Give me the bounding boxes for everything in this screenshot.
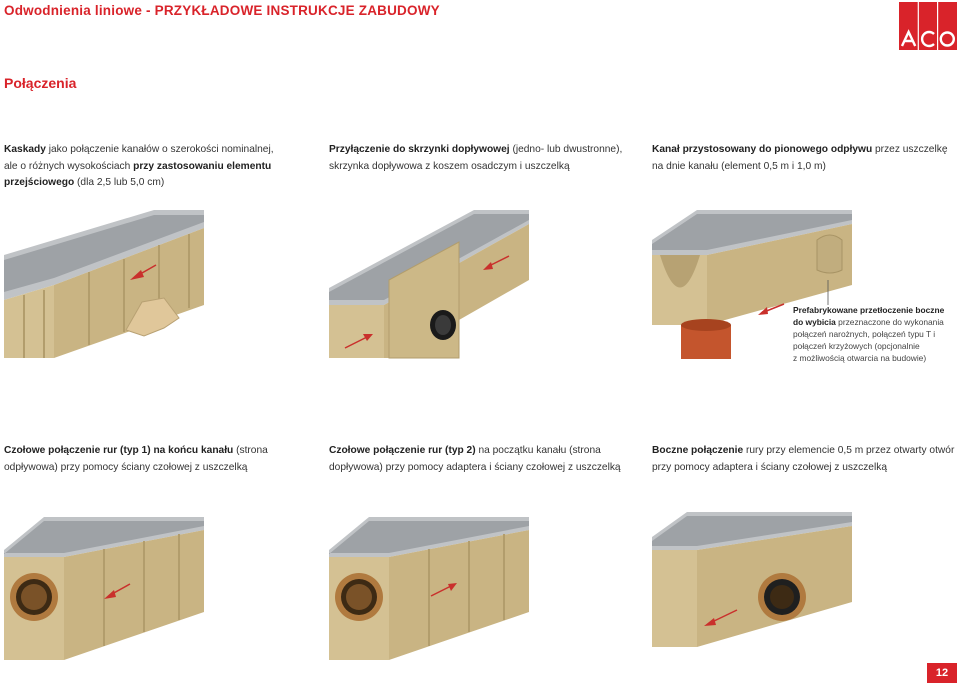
page-number: 12 (927, 663, 957, 683)
page-header-title: Odwodnienia liniowe - PRZYKŁADOWE INSTRU… (4, 3, 440, 18)
caption-cascades: Kaskady jako połączenie kanałów o szerok… (4, 144, 274, 188)
header-title-part1: Odwodnienia liniowe - (4, 3, 155, 18)
pipe-type2-illustration (329, 517, 529, 660)
section-title: Połączenia (4, 75, 77, 91)
caption-pipe-type1: Czołowe połączenie rur (typ 1) na końcu … (4, 445, 268, 473)
caption-pipe-type2: Czołowe połączenie rur (typ 2) na począt… (329, 445, 621, 473)
inlet-box-illustration (329, 210, 529, 359)
header-title-part2: PRZYKŁADOWE INSTRUKCJE ZABUDOWY (154, 3, 440, 18)
caption-inlet-box: Przyłączenie do skrzynki dopływowej (jed… (329, 144, 623, 172)
caption-vertical-outlet: Kanał przystosowany do pionowego odpływu… (652, 144, 948, 172)
cascade-channel-illustration (4, 210, 204, 358)
caption-side-connection: Boczne połączenie rury przy elemencie 0,… (652, 445, 955, 473)
vertical-outlet-illustration (652, 210, 852, 359)
knockout-note: Prefabrykowane przetłoczenie boczne do w… (793, 305, 945, 363)
side-connection-illustration (652, 512, 852, 647)
aco-logo (899, 2, 957, 50)
pipe-type1-illustration (4, 517, 204, 660)
